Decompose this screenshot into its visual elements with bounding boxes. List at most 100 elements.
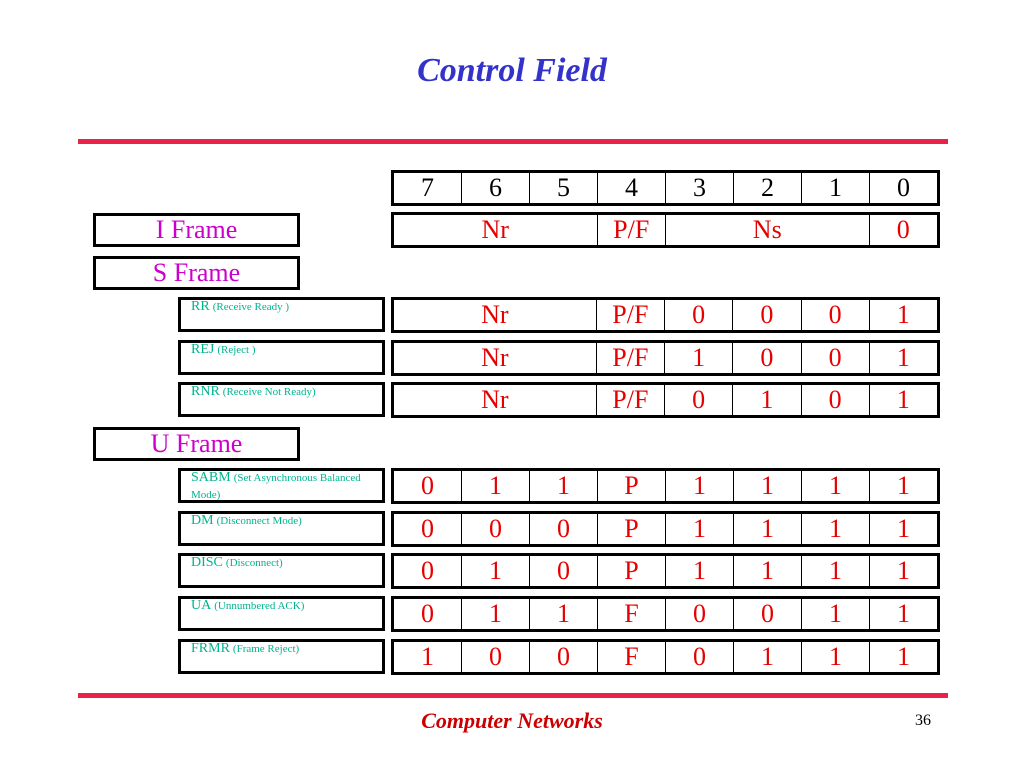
i-frame-row: Nr P/F Ns 0 <box>391 212 940 248</box>
frmr-bit7: 1 <box>421 642 434 671</box>
frmr-bit4: F <box>597 642 665 672</box>
sabm-row: 0 1 1 P 1 1 1 1 <box>391 468 940 504</box>
frmr-command-label: FRMR(Frame Reject) <box>178 639 385 674</box>
disc-bit5: 0 <box>529 556 597 586</box>
dm-bit6: 0 <box>461 514 529 544</box>
rr-desc: (Receive Ready ) <box>212 301 290 313</box>
sabm-bit1: 1 <box>801 471 869 501</box>
sabm-desc: (Set Asynchronous Balanced Mode) <box>191 472 361 501</box>
frmr-bit3: 0 <box>665 642 733 672</box>
dm-bit0: 1 <box>869 514 937 544</box>
ua-command-label: UA(Unnumbered ACK) <box>178 596 385 631</box>
rr-abbr: RR <box>191 299 210 314</box>
i-frame-label: I Frame <box>93 213 300 247</box>
dm-bit7: 0 <box>421 514 434 543</box>
frmr-desc: (Frame Reject) <box>232 643 300 655</box>
disc-bit6: 1 <box>461 556 529 586</box>
rr-bit2: 0 <box>732 300 800 330</box>
rnr-bit3: 0 <box>664 385 732 415</box>
dm-bit2: 1 <box>733 514 801 544</box>
rej-nr: Nr <box>481 343 509 372</box>
rej-bit3: 1 <box>664 343 732 373</box>
disc-bit4: P <box>597 556 665 586</box>
u-frame-label: U Frame <box>93 427 300 461</box>
disc-row: 0 1 0 P 1 1 1 1 <box>391 553 940 589</box>
dm-command-label: DM(Disconnect Mode) <box>178 511 385 546</box>
bit-position-5: 5 <box>529 173 597 203</box>
rr-bit0: 1 <box>868 300 937 330</box>
bit-position-0: 0 <box>869 173 937 203</box>
rnr-pf: P/F <box>595 385 664 415</box>
rej-bit1: 0 <box>800 343 869 373</box>
page-number: 36 <box>915 712 931 729</box>
ua-bit3: 0 <box>665 599 733 629</box>
sabm-bit2: 1 <box>733 471 801 501</box>
rnr-command-label: RNR(Receive Not Ready) <box>178 382 385 417</box>
disc-command-label: DISC(Disconnect) <box>178 553 385 588</box>
frmr-bit0: 1 <box>869 642 937 672</box>
ua-bit7: 0 <box>421 599 434 628</box>
rej-desc: (Reject ) <box>217 344 256 356</box>
bit-position-2: 2 <box>733 173 801 203</box>
dm-desc: (Disconnect Mode) <box>216 515 302 527</box>
i-frame-nr: Nr <box>481 215 509 244</box>
ua-bit1: 1 <box>801 599 869 629</box>
sabm-bit5: 1 <box>529 471 597 501</box>
ua-bit5: 1 <box>529 599 597 629</box>
bit-position-7: 7 <box>421 173 434 202</box>
rnr-abbr: RNR <box>191 384 220 399</box>
i-frame-ns: Ns <box>665 215 869 245</box>
bottom-rule <box>78 693 948 698</box>
sabm-command-label: SABM(Set Asynchronous Balanced Mode) <box>178 468 385 503</box>
bit-position-1: 1 <box>801 173 869 203</box>
s-frame-label: S Frame <box>93 256 300 290</box>
bit-position-6: 6 <box>461 173 529 203</box>
footer-title: Computer Networks <box>421 708 603 733</box>
i-frame-pf: P/F <box>596 215 666 245</box>
sabm-bit3: 1 <box>665 471 733 501</box>
ua-desc: (Unnumbered ACK) <box>214 600 305 612</box>
slide-title: Control Field <box>417 52 607 89</box>
frmr-bit5: 0 <box>529 642 597 672</box>
sabm-bit7: 0 <box>421 471 434 500</box>
rnr-bit0: 1 <box>868 385 937 415</box>
top-rule <box>78 139 948 144</box>
rnr-desc: (Receive Not Ready) <box>222 386 316 398</box>
rnr-bit1: 0 <box>800 385 869 415</box>
frmr-abbr: FRMR <box>191 641 230 656</box>
frmr-bit6: 0 <box>461 642 529 672</box>
bit-position-header: 7 6 5 4 3 2 1 0 <box>391 170 940 206</box>
rr-bit3: 0 <box>664 300 732 330</box>
rej-bit0: 1 <box>868 343 937 373</box>
dm-row: 0 0 0 P 1 1 1 1 <box>391 511 940 547</box>
disc-bit7: 0 <box>421 556 434 585</box>
dm-abbr: DM <box>191 513 214 528</box>
disc-abbr: DISC <box>191 555 223 570</box>
rnr-nr: Nr <box>481 385 509 414</box>
rr-bit1: 0 <box>800 300 869 330</box>
sabm-bit4: P <box>597 471 665 501</box>
dm-bit3: 1 <box>665 514 733 544</box>
rr-row: Nr P/F 0 0 0 1 <box>391 297 940 333</box>
i-frame-bit0: 0 <box>868 215 938 245</box>
dm-bit5: 0 <box>529 514 597 544</box>
rr-command-label: RR(Receive Ready ) <box>178 297 385 332</box>
frmr-row: 1 0 0 F 0 1 1 1 <box>391 639 940 675</box>
ua-abbr: UA <box>191 598 212 613</box>
disc-bit0: 1 <box>869 556 937 586</box>
disc-bit3: 1 <box>665 556 733 586</box>
sabm-bit6: 1 <box>461 471 529 501</box>
rej-abbr: REJ <box>191 342 215 357</box>
sabm-bit0: 1 <box>869 471 937 501</box>
ua-bit0: 1 <box>869 599 937 629</box>
dm-bit1: 1 <box>801 514 869 544</box>
ua-bit4: F <box>597 599 665 629</box>
rej-command-label: REJ(Reject ) <box>178 340 385 375</box>
ua-bit6: 1 <box>461 599 529 629</box>
rej-pf: P/F <box>595 343 664 373</box>
disc-bit1: 1 <box>801 556 869 586</box>
ua-bit2: 0 <box>733 599 801 629</box>
dm-bit4: P <box>597 514 665 544</box>
disc-desc: (Disconnect) <box>225 557 283 569</box>
frmr-bit2: 1 <box>733 642 801 672</box>
